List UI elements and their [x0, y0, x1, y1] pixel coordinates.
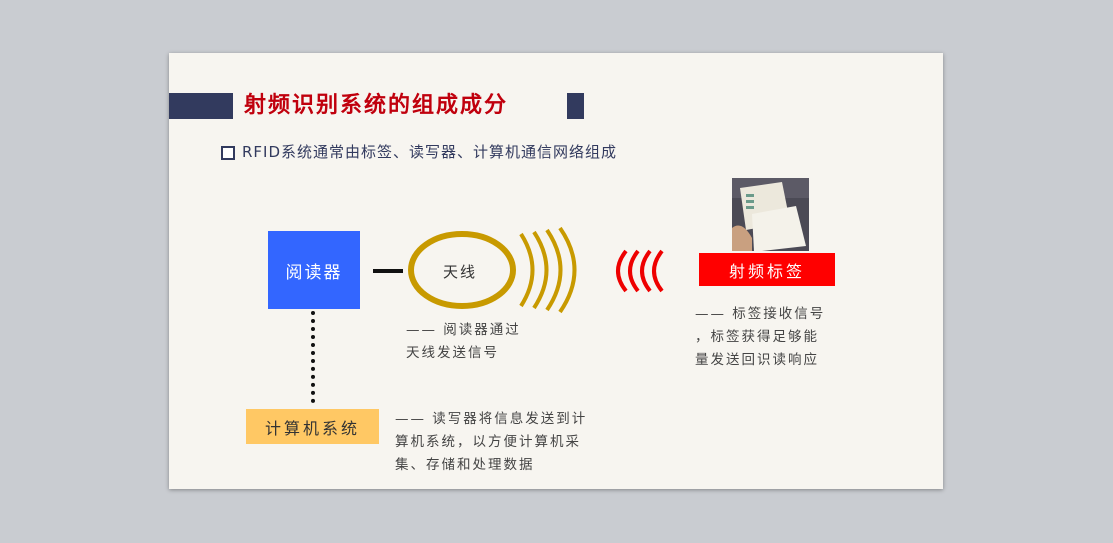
note-line: —— 阅读器通过	[406, 322, 521, 338]
tag-wave-icon	[628, 249, 640, 293]
antenna-graphic	[408, 226, 577, 314]
title-accent-bar-left	[169, 93, 233, 119]
note-line: —— 读写器将信息发送到计	[395, 411, 588, 427]
antenna-note: —— 阅读器通过 天线发送信号	[406, 319, 521, 365]
computer-system-box: 计算机系统	[246, 409, 379, 444]
bullet-text: RFID系统通常由标签、读写器、计算机通信网络组成	[242, 143, 618, 161]
slide-canvas: 射频识别系统的组成成分 RFID系统通常由标签、读写器、计算机通信网络组成 阅读…	[169, 53, 943, 489]
note-line: 量发送回识读响应	[695, 352, 819, 368]
reader-box: 阅读器	[268, 231, 360, 309]
note-line: 天线发送信号	[406, 345, 499, 361]
tag-wave-graphic	[616, 249, 664, 293]
signal-wave-icon	[519, 232, 535, 308]
tag-wave-icon	[652, 249, 664, 293]
rfid-tag-photo	[732, 178, 809, 251]
tag-wave-icon	[640, 249, 652, 293]
reader-label: 阅读器	[285, 262, 343, 283]
antenna-coil-icon	[408, 231, 516, 309]
tag-wave-icon	[616, 249, 628, 293]
title-accent-bar-right	[567, 93, 584, 119]
note-line: 集、存储和处理数据	[395, 457, 535, 473]
dotted-connector	[311, 311, 315, 403]
tag-note: —— 标签接收信号 ，标签获得足够能 量发送回识读响应	[695, 303, 825, 372]
note-line: ，标签获得足够能	[695, 329, 819, 345]
signal-wave-icon	[558, 226, 577, 314]
note-line: 算机系统，以方便计算机采	[395, 434, 581, 450]
tag-label: 射频标签	[728, 261, 805, 281]
signal-wave-icon	[532, 230, 549, 310]
signal-wave-icon	[545, 228, 563, 312]
bullet-square-icon	[221, 146, 235, 160]
tag-box: 射频标签	[699, 253, 835, 286]
connector-line	[373, 269, 403, 273]
antenna-label: 天线	[443, 263, 478, 281]
slide-title: 射频识别系统的组成成分	[244, 92, 509, 118]
note-line: —— 标签接收信号	[695, 306, 826, 322]
computer-label: 计算机系统	[264, 418, 360, 438]
computer-note: —— 读写器将信息发送到计 算机系统，以方便计算机采 集、存储和处理数据	[395, 408, 587, 477]
